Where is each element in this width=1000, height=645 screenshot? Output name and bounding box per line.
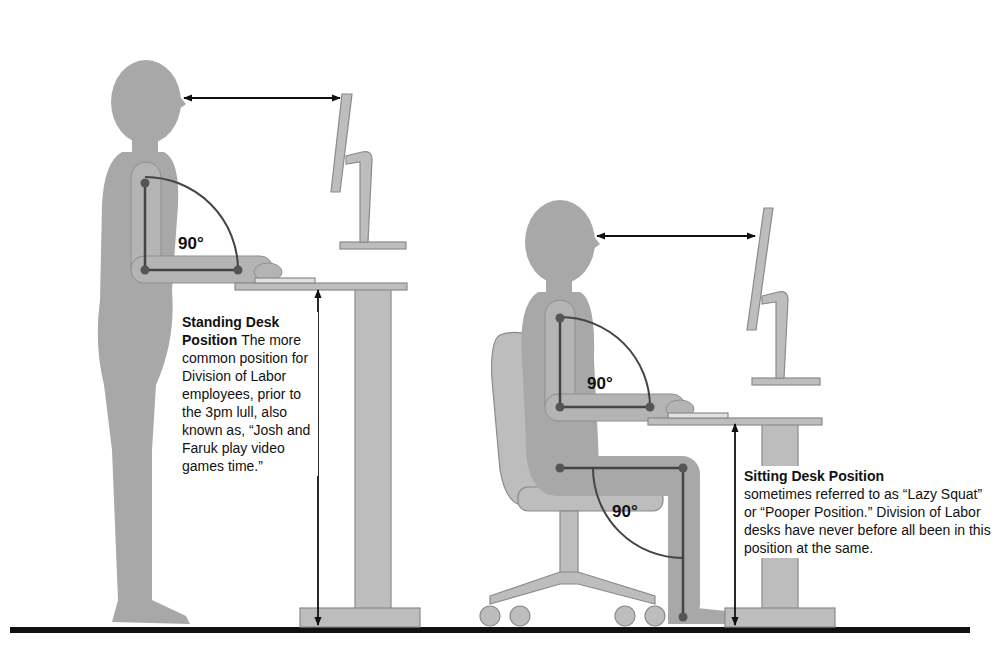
- note-body: sometimes referred to as “Lazy Squat” or…: [744, 486, 991, 556]
- desk-height-arrow: [734, 424, 736, 625]
- standing-arm-angle: [145, 177, 238, 270]
- sitting-person: [521, 200, 736, 624]
- standing-person: [98, 60, 190, 624]
- angle-label: 90°: [178, 234, 204, 254]
- standing-arm: [131, 162, 282, 283]
- sitting-angles: [560, 317, 683, 617]
- angle-label: 90°: [612, 502, 638, 522]
- sitting-desk: [648, 208, 835, 627]
- caption-note: Sitting Desk Positionsometimes referred …: [742, 466, 994, 558]
- view-distance-arrow: [597, 235, 755, 237]
- sitting-arm: [545, 300, 694, 421]
- floor-line: [10, 627, 970, 633]
- note-heading: Sitting Desk Position: [744, 467, 992, 485]
- note-body: The more common position for Division of…: [182, 332, 310, 474]
- view-distance-arrow: [184, 97, 340, 99]
- angle-label: 90°: [587, 374, 613, 394]
- caption-note: Standing Desk PositionThe more common po…: [180, 312, 318, 476]
